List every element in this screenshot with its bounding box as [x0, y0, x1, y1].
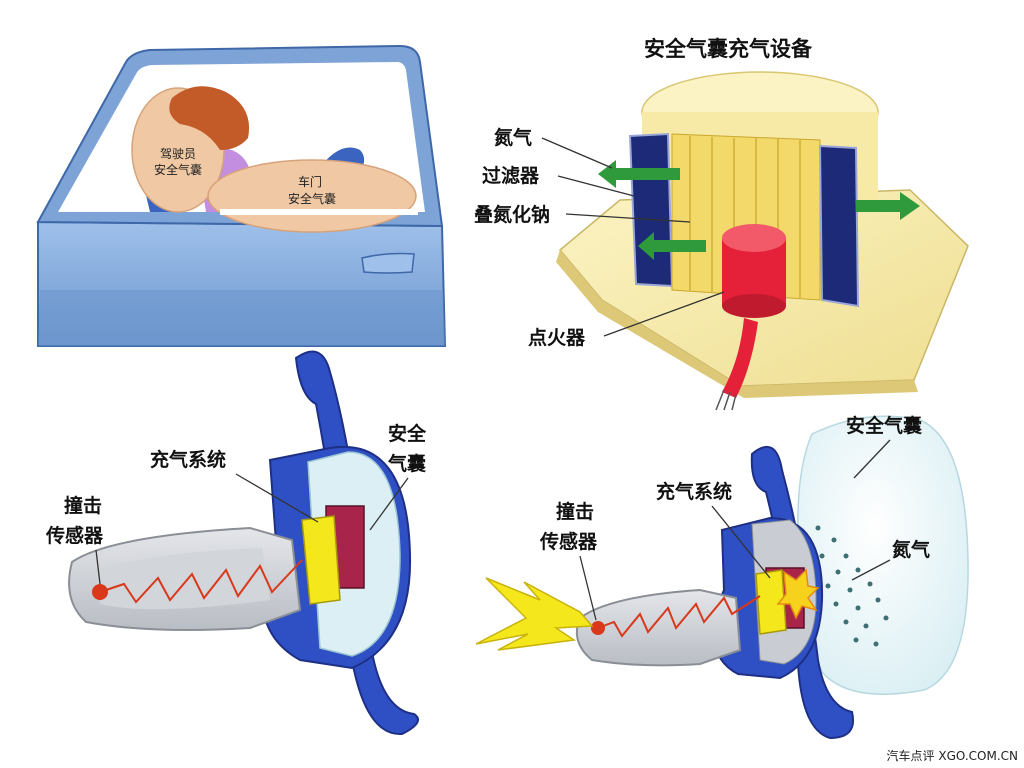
igniter-leader [603, 291, 725, 337]
nitrogen-flow-arrows [598, 160, 920, 260]
door-airbag-label-2: 安全气囊 [288, 191, 336, 206]
nitrogen-label: 氮气 [494, 126, 532, 149]
driver-hair [169, 86, 250, 150]
sensor-label-before-1: 撞击 [64, 494, 102, 517]
ignition-burst [776, 568, 820, 620]
filter-right [818, 144, 860, 308]
sensor-leader-after [579, 555, 597, 621]
sensor-leader-before [95, 549, 101, 585]
sensor-label-after-1: 撞击 [556, 500, 594, 523]
wheel-before-panel: 充气系统 安全 气囊 撞击 传感器 [45, 350, 427, 736]
inflator-panel: 安全气囊充气设备 [474, 37, 969, 411]
impact-lightning [475, 577, 594, 651]
igniter [715, 224, 786, 411]
sensor-label-before-2: 传感器 [45, 524, 104, 547]
wheel-after-panel: 安全气囊 充气系统 撞击 传感器 氮气 [475, 414, 969, 740]
inflation-system-label-after: 充气系统 [656, 480, 732, 503]
airbag-leader-after [853, 439, 891, 479]
crash-sensor-after [591, 621, 605, 635]
door-lower-shade [38, 290, 445, 346]
nitrogen-leader [541, 137, 613, 169]
door-handle [361, 252, 415, 274]
inflation-system-leader-before [235, 473, 319, 523]
sensor-label-after-2: 传感器 [539, 530, 598, 553]
inflation-system-label-before: 充气系统 [150, 448, 226, 471]
inflator-title: 安全气囊充气设备 [644, 37, 813, 61]
sodium-azide-label: 叠氮化钠 [474, 203, 550, 226]
watermark: 汽车点评 XGO.COM.CN [887, 748, 1018, 763]
nitrogen-leader-after [851, 559, 891, 581]
sodium-azide-leader [565, 213, 691, 223]
car-panel: 驾驶员 安全气囊 车门 安全气囊 [36, 44, 447, 347]
sensor-wire-after [597, 595, 761, 638]
airbag-leader-before [369, 477, 409, 531]
steering-column-after [576, 588, 742, 667]
filter-label: 过滤器 [482, 165, 540, 187]
driver-airbag-label-1: 驾驶员 [160, 146, 196, 161]
nitrogen-label-after: 氮气 [892, 538, 930, 561]
door-airbag-label-1: 车门 [298, 174, 322, 189]
airbag-label-before-1: 安全 [388, 422, 427, 445]
driver-airbag-label-2: 安全气囊 [154, 162, 202, 177]
filter-leader [557, 175, 635, 197]
sensor-wire [99, 559, 303, 604]
inflation-system-leader-after [711, 505, 771, 579]
igniter-label: 点火器 [528, 327, 586, 349]
airbag-label-before-2: 气囊 [387, 452, 427, 475]
filter-left [628, 132, 674, 288]
crash-sensor [92, 584, 108, 600]
airbag-label-after: 安全气囊 [846, 414, 923, 437]
